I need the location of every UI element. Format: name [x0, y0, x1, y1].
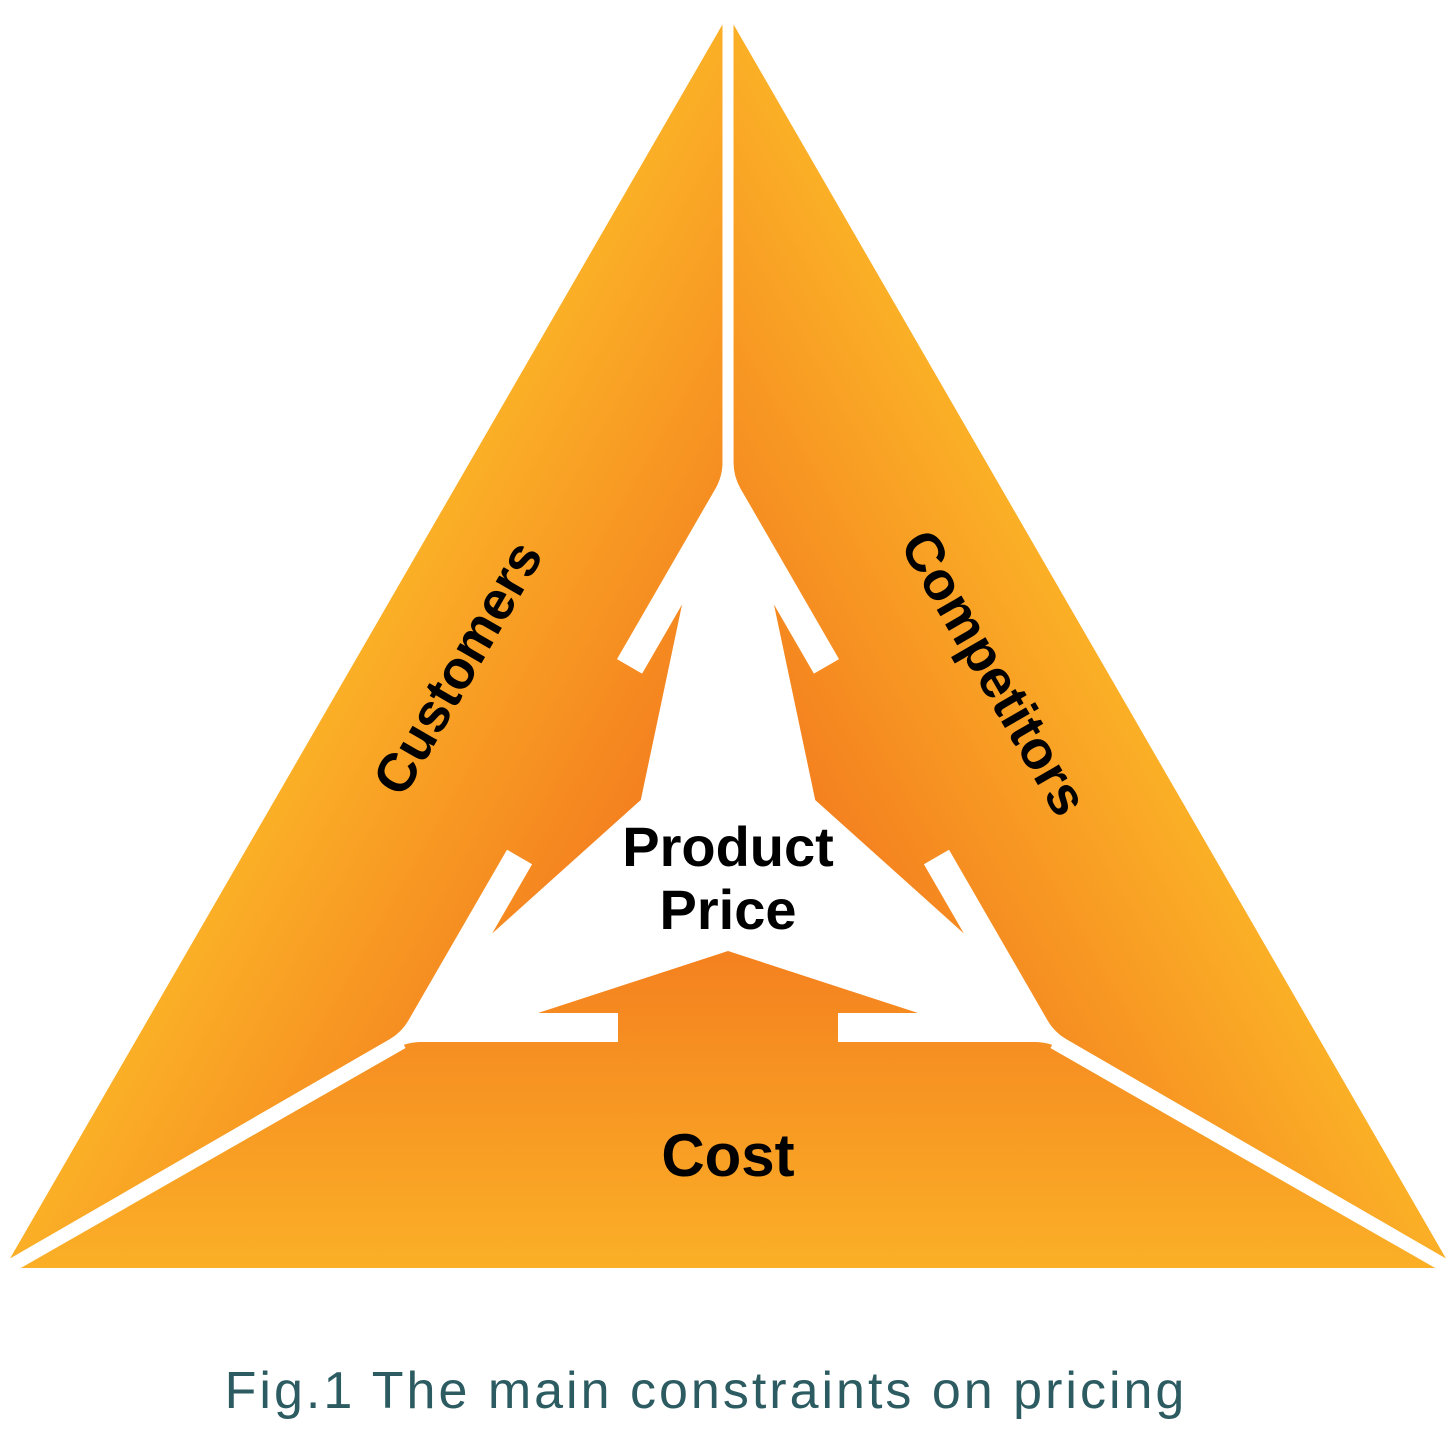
product-price-label-line2: Price: [660, 878, 797, 941]
figure-caption: Fig.1 The main constraints on pricing: [225, 1362, 1188, 1420]
cost-label: Cost: [661, 1122, 794, 1189]
bottom-right-divider-line: [1050, 1038, 1454, 1276]
product-price-label-line1: Product: [622, 815, 834, 878]
bottom-left-divider-line: [2, 1038, 406, 1276]
cost-band: [15, 951, 1441, 1268]
